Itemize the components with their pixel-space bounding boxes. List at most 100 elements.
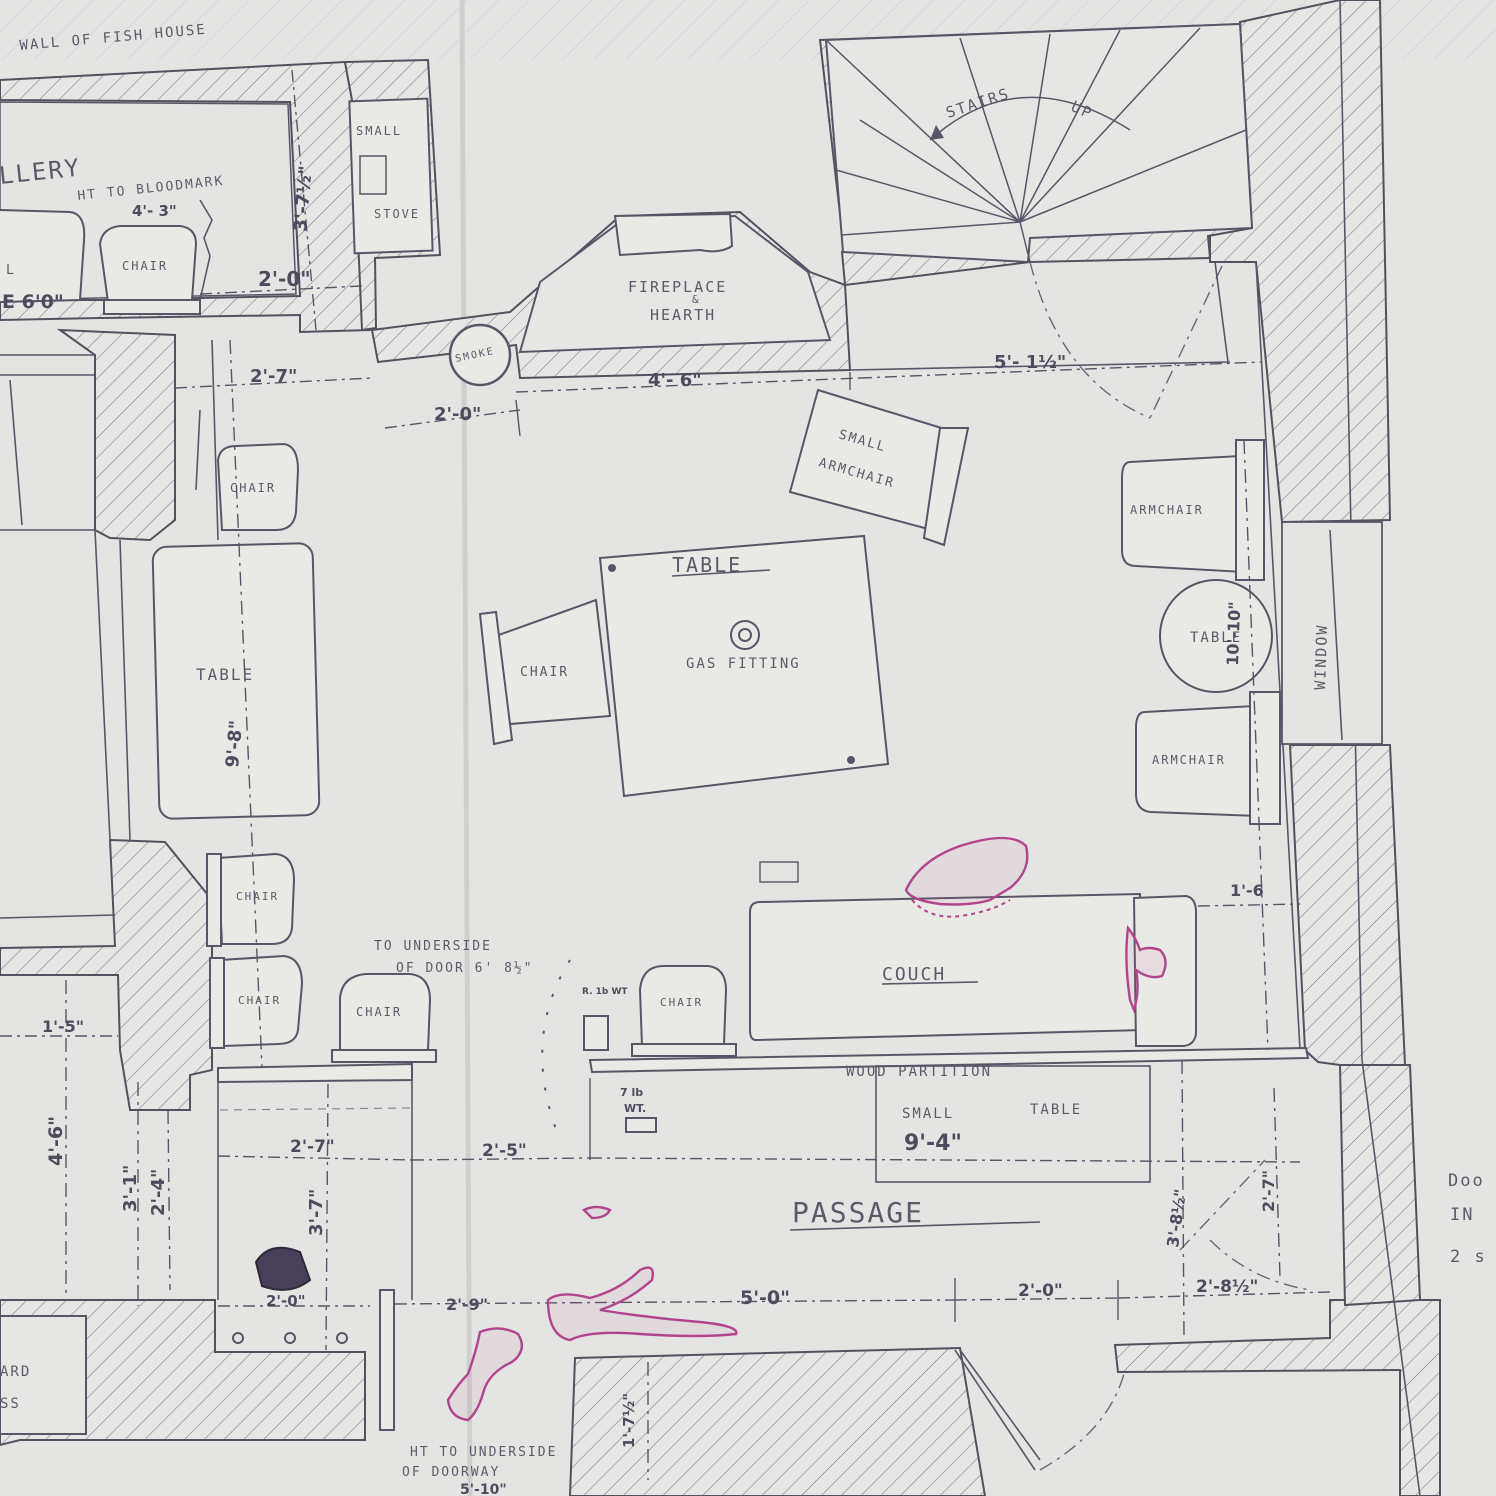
weight-top-label: R. 1b WT [582, 987, 628, 997]
chair-by-couch: CHAIR [631, 965, 737, 1057]
gallery-fragment-label: L [6, 263, 16, 278]
bloodstain-couch [1125, 925, 1167, 1014]
dim-2-4: 2'-4" [148, 1169, 169, 1216]
wood-partition-label: WOOD PARTITION [846, 1064, 992, 1080]
dim-2-0-bottom: 2'-0" [266, 1292, 306, 1310]
fireplace-amp: & [692, 293, 701, 306]
fireplace: FIREPLACE & HEARTH SMOKE [448, 212, 832, 387]
small-armchair: SMALL ARMCHAIR [788, 388, 970, 547]
small-table-passage: SMALL TABLE [875, 1065, 1151, 1183]
passage-label: PASSAGE [792, 1196, 924, 1229]
round-table: TABLE [1159, 579, 1273, 693]
bloodstains [446, 836, 1167, 1422]
dim-2-9: 2'-9" [446, 1295, 488, 1314]
couch: COUCH [749, 892, 1197, 1047]
armchair-lower: ARMCHAIR [1135, 691, 1281, 825]
dimension-labels: 3'-7½" 2'-0" 2'-7" 2'-0" 4'- 6" 5'- 1½" … [42, 165, 1278, 1448]
hearth-label: HEARTH [650, 306, 716, 324]
right-furniture: ARMCHAIR TABLE ARMCHAIR [1029, 261, 1281, 825]
chair-bottom: CHAIR [331, 973, 437, 1063]
chair-at-table: CHAIR [478, 598, 612, 746]
left-furniture: CHAIR TABLE CHAIR CHAIR CHAIR [151, 339, 437, 1063]
floor-mark [759, 861, 799, 883]
gallery-chair: CHAIR [98, 225, 201, 315]
doorway-note-1: HT TO UNDERSIDE [410, 1445, 557, 1460]
dim-4-6-left: 4'-6" [45, 1116, 67, 1166]
dim-2-7-low: 2'-7" [290, 1137, 335, 1157]
yard-label-1: ARD [0, 1364, 31, 1380]
dim-1-6: 1'-6 [1230, 881, 1264, 900]
small-table-label-1: SMALL [902, 1106, 954, 1122]
dim-4-6-hearth: 4'- 6" [648, 370, 702, 391]
closet [217, 1080, 413, 1344]
dim-1-5: 1'-5" [42, 1017, 84, 1036]
armchair-lower-label: ARMCHAIR [1152, 753, 1226, 767]
bloodstain-floor [904, 836, 1029, 906]
chair-left-upper: CHAIR [216, 442, 300, 531]
door-jamb [379, 1289, 395, 1431]
weight-7lb-label: 7 lb [620, 1086, 643, 1099]
yard-label-2: SS [0, 1396, 21, 1412]
window-label: WINDOW [1311, 623, 1331, 690]
weights: R. 1b WT 7 lb WT. [582, 987, 657, 1133]
dim-1-7-half: 1'-7½" [620, 1393, 638, 1448]
bloodstain-doorway [446, 1327, 524, 1422]
round-table-label: TABLE [1190, 630, 1242, 646]
chair-at-table-label: CHAIR [520, 665, 569, 680]
dim-9-4: 9'-4" [904, 1131, 962, 1156]
hat [254, 1246, 312, 1291]
chair-by-couch-label: CHAIR [660, 996, 703, 1009]
dim-2-7-top: 2'-7" [250, 366, 297, 387]
fireplace-label: FIREPLACE [628, 278, 727, 296]
dim-2-0-hearth: 2'-0" [434, 404, 481, 425]
dim-3-1: 3'-1" [120, 1165, 141, 1212]
gallery-seat [0, 209, 86, 303]
dim-2-5: 2'-5" [482, 1141, 527, 1161]
underside-note-2: OF DOOR 6' 8½" [396, 961, 534, 976]
smoke-flue [448, 323, 512, 387]
dimension-lines [0, 69, 1331, 1480]
dim-3-7-low: 3'-7" [306, 1189, 327, 1236]
bottom-right-wall [1113, 1299, 1441, 1496]
chair-left-low: CHAIR [209, 954, 304, 1049]
gallery-dimension: E 6'0" [2, 291, 64, 313]
small-table-label-2: TABLE [1030, 1102, 1082, 1118]
right-note-3: 2 s [1450, 1247, 1487, 1267]
dim-2-0-right: 2'-0" [1018, 1281, 1063, 1301]
chair-left-low-label: CHAIR [238, 994, 281, 1007]
chair-left-mid: CHAIR [206, 852, 296, 947]
left-wall-block [56, 328, 176, 542]
wood-partition: WOOD PARTITION [217, 1046, 1310, 1084]
paper-fold [459, 0, 473, 1496]
yard-box [0, 1315, 87, 1435]
right-door-wall [1338, 1064, 1422, 1307]
window: WINDOW [1281, 521, 1383, 745]
dim-5-1-half: 5'- 1½" [994, 352, 1066, 373]
centre-furniture: TABLE GAS FITTING CHAIR SMALL ARMCHAIR [478, 388, 970, 883]
dim-5-0: 5'-0" [740, 1287, 790, 1309]
table-left: TABLE [151, 542, 321, 820]
armchair-upper: ARMCHAIR [1121, 439, 1265, 581]
stove-label: STOVE [374, 207, 420, 221]
dim-2-8-half: 2'-8½" [1196, 1277, 1258, 1297]
main-table: TABLE GAS FITTING [598, 534, 890, 798]
dim-2-7-right: 2'-7" [1259, 1170, 1278, 1212]
staircase: STAIRS UP [824, 22, 1254, 264]
right-note-1: Doo [1448, 1171, 1485, 1191]
right-note-2: IN [1450, 1205, 1474, 1225]
bloodstain-hall [546, 1266, 738, 1342]
dim-9-8: 9'-8" [222, 719, 247, 768]
doorway-note-2: OF DOORWAY [402, 1465, 500, 1480]
table-left-label: TABLE [196, 665, 254, 684]
bloodstain-passage [581, 1205, 612, 1220]
underside-note-1: TO UNDERSIDE [374, 939, 492, 954]
small-stove: SMALL STOVE [348, 97, 434, 255]
gallery-chair-label: CHAIR [122, 259, 168, 273]
chair-left-mid-label: CHAIR [236, 890, 279, 903]
dim-10-10: 10'-10" [1223, 601, 1244, 666]
stove-small-label: SMALL [356, 124, 402, 138]
weight-wt-label: WT. [624, 1102, 646, 1115]
gallery-room: LLERY HT TO BLOODMARK 4'- 3" L E 6'0" CH… [0, 154, 225, 315]
right-wall-lower [1288, 744, 1407, 1066]
